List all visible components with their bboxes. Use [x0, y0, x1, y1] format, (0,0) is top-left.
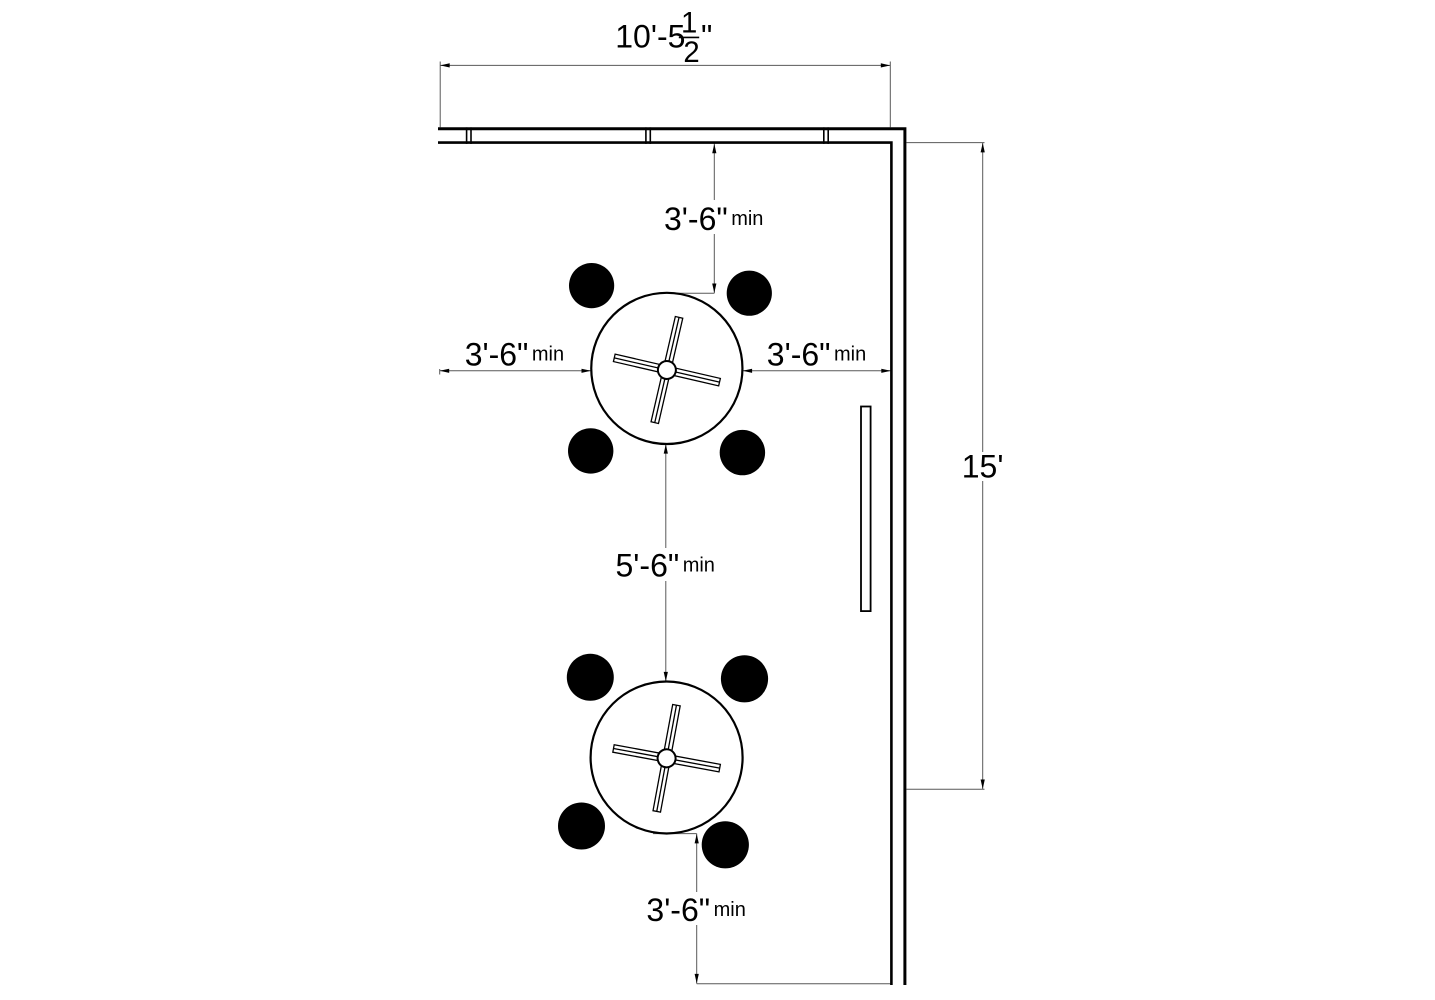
svg-text:min: min	[532, 343, 564, 365]
svg-text:3'-6": 3'-6"	[767, 336, 831, 372]
svg-text:min: min	[683, 555, 715, 577]
svg-text:1: 1	[681, 7, 697, 40]
svg-text:min: min	[834, 343, 866, 365]
svg-text:5'-6": 5'-6"	[616, 548, 680, 584]
svg-text:15': 15'	[962, 448, 1004, 484]
svg-text:min: min	[731, 208, 763, 230]
svg-text:3'-6": 3'-6"	[646, 892, 710, 928]
svg-text:3'-6": 3'-6"	[664, 201, 728, 237]
svg-text:2: 2	[683, 36, 699, 69]
svg-text:10'-5: 10'-5	[615, 19, 685, 55]
svg-text:min: min	[714, 899, 746, 921]
svg-text:3'-6": 3'-6"	[465, 336, 529, 372]
svg-text:": "	[701, 19, 712, 55]
